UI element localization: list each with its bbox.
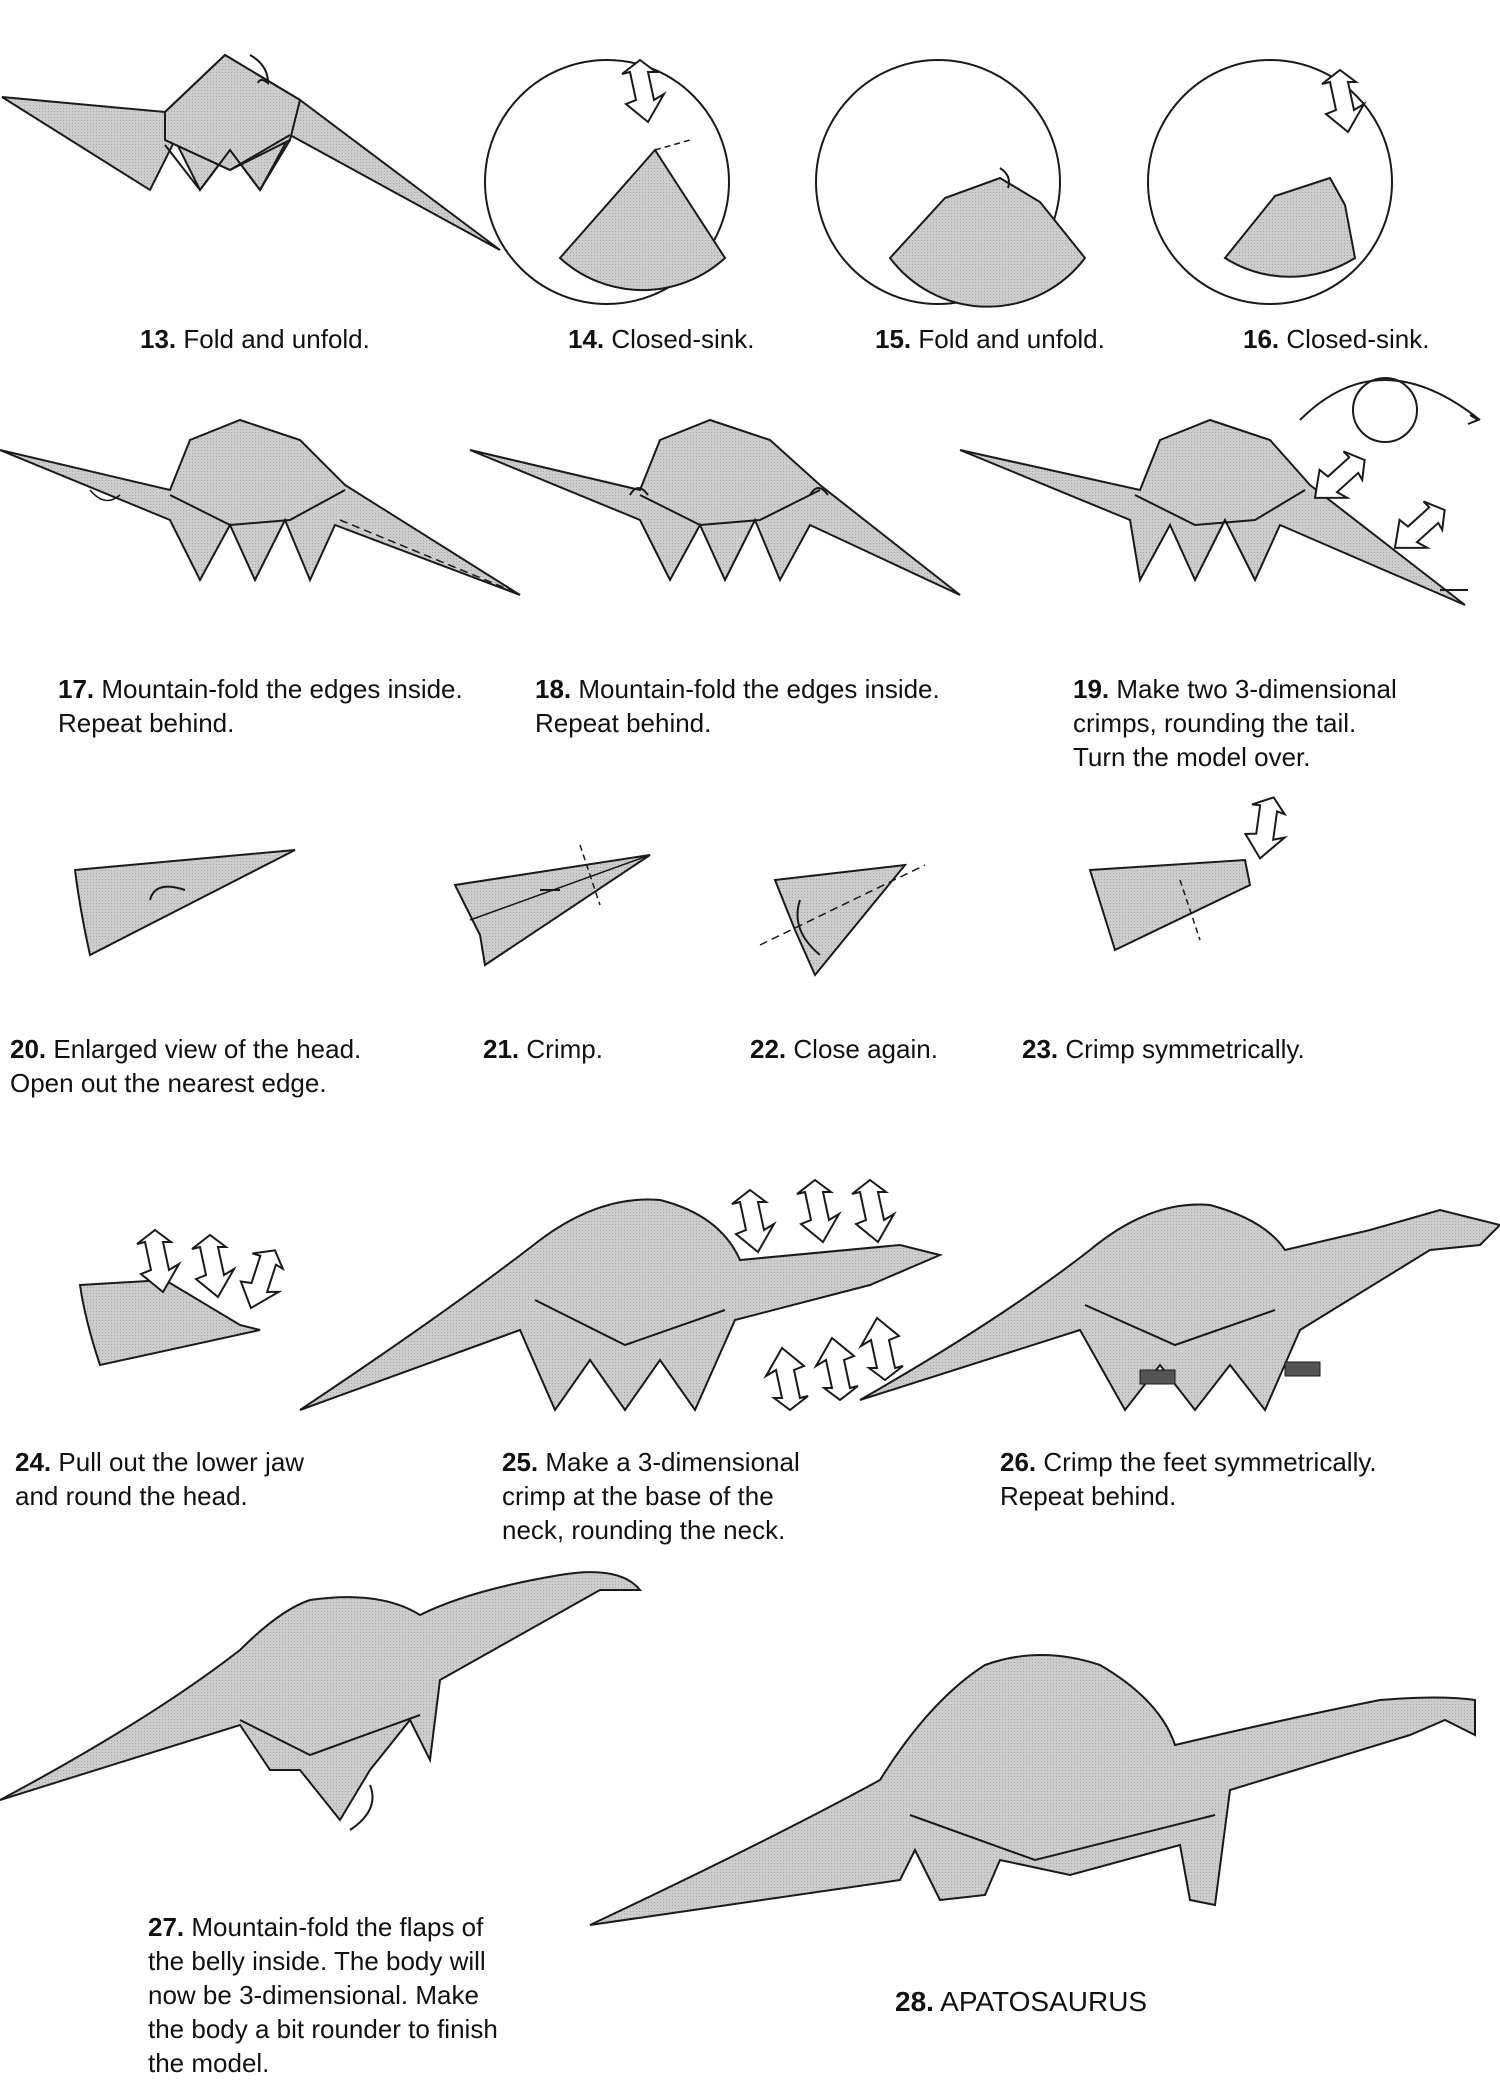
- step-21-illustration: [453, 844, 651, 967]
- step-18-caption: 18. Mountain-fold the edges inside. Repe…: [535, 672, 940, 740]
- step-26-illustration: [859, 1203, 1500, 1412]
- caption-line: neck, rounding the neck.: [502, 1515, 786, 1545]
- step-number: 17.: [58, 674, 95, 704]
- step-27-caption: 27. Mountain-fold the flaps of the belly…: [148, 1910, 498, 2080]
- step-20-caption: 20. Enlarged view of the head. Open out …: [10, 1032, 361, 1100]
- step-text: Mountain-fold the edges inside.: [101, 674, 463, 704]
- step-text: Closed-sink.: [1286, 324, 1430, 354]
- step-number: 28.: [895, 1986, 934, 2017]
- caption-line: the model.: [148, 2048, 270, 2078]
- step-text: Mountain-fold the flaps of: [191, 1912, 484, 1942]
- caption-line: 19. Make two 3-dimensional: [1073, 672, 1397, 706]
- step-19-illustration: [959, 377, 1481, 606]
- caption-line: 25. Make a 3-dimensional: [502, 1445, 800, 1479]
- caption-line: and round the head.: [15, 1481, 248, 1511]
- step-number: 25.: [502, 1447, 539, 1477]
- step-number: 16.: [1243, 324, 1280, 354]
- caption-line: Repeat behind.: [1000, 1481, 1177, 1511]
- step-13-caption: 13. Fold and unfold.: [140, 322, 370, 356]
- step-text: Make a 3-dimensional: [545, 1447, 800, 1477]
- step-text: Make two 3-dimensional: [1116, 674, 1397, 704]
- caption-line: now be 3-dimensional. Make: [148, 1980, 479, 2010]
- step-24-illustration: [78, 1229, 297, 1367]
- step-number: 19.: [1073, 674, 1110, 704]
- caption-line: Repeat behind.: [58, 708, 235, 738]
- step-25-caption: 25. Make a 3-dimensional crimp at the ba…: [502, 1445, 800, 1547]
- step-text: Fold and unfold.: [183, 324, 370, 354]
- step-text: Crimp.: [526, 1034, 603, 1064]
- step-number: 15.: [875, 324, 912, 354]
- step-text: Closed-sink.: [611, 324, 755, 354]
- step-text: Fold and unfold.: [918, 324, 1105, 354]
- step-number: 23.: [1022, 1034, 1059, 1064]
- step-number: 22.: [750, 1034, 787, 1064]
- step-22-caption: 22. Close again.: [750, 1032, 938, 1066]
- caption-line: 24. Pull out the lower jaw: [15, 1445, 304, 1479]
- model-name: APATOSAURUS: [940, 1986, 1148, 2017]
- step-number: 26.: [1000, 1447, 1037, 1477]
- caption-line: 20. Enlarged view of the head.: [10, 1032, 361, 1066]
- caption-line: Turn the model over.: [1073, 742, 1311, 772]
- step-23-caption: 23. Crimp symmetrically.: [1022, 1032, 1305, 1066]
- step-20-illustration: [73, 849, 296, 957]
- step-15-caption: 15. Fold and unfold.: [875, 322, 1105, 356]
- step-number: 27.: [148, 1912, 185, 1942]
- caption-line: crimp at the base of the: [502, 1481, 774, 1511]
- caption-line: 17. Mountain-fold the edges inside.: [58, 672, 463, 706]
- step-22-illustration: [759, 863, 926, 977]
- step-14-caption: 14. Closed-sink.: [568, 322, 754, 356]
- step-18-illustration: [469, 418, 961, 596]
- step-25-illustration: [299, 1179, 944, 1413]
- step-24-caption: 24. Pull out the lower jaw and round the…: [15, 1445, 304, 1513]
- step-number: 13.: [140, 324, 177, 354]
- step-15-illustration: [815, 59, 1087, 308]
- step-21-caption: 21. Crimp.: [483, 1032, 603, 1066]
- step-14-illustration: [484, 59, 730, 305]
- step-26-caption: 26. Crimp the feet symmetrically. Repeat…: [1000, 1445, 1377, 1513]
- step-17-illustration: [0, 418, 521, 596]
- caption-line: the belly inside. The body will: [148, 1946, 486, 1976]
- step-23-illustration: [1088, 790, 1298, 952]
- step-text: Close again.: [793, 1034, 938, 1064]
- caption-line: 26. Crimp the feet symmetrically.: [1000, 1445, 1377, 1479]
- caption-line: 27. Mountain-fold the flaps of: [148, 1910, 498, 1944]
- step-16-caption: 16. Closed-sink.: [1243, 322, 1429, 356]
- step-27-illustration: [0, 1571, 643, 1831]
- step-16-illustration: [1147, 59, 1393, 305]
- step-number: 21.: [483, 1034, 520, 1064]
- step-19-caption: 19. Make two 3-dimensional crimps, round…: [1073, 672, 1397, 774]
- step-number: 20.: [10, 1034, 47, 1064]
- step-17-caption: 17. Mountain-fold the edges inside. Repe…: [58, 672, 463, 740]
- step-28-illustration: [589, 1654, 1476, 1926]
- step-text: Mountain-fold the edges inside.: [578, 674, 940, 704]
- step-text: Crimp symmetrically.: [1065, 1034, 1305, 1064]
- caption-line: the body a bit rounder to finish: [148, 2014, 498, 2044]
- step-number: 18.: [535, 674, 572, 704]
- caption-line: Repeat behind.: [535, 708, 712, 738]
- caption-line: crimps, rounding the tail.: [1073, 708, 1357, 738]
- step-number: 24.: [15, 1447, 52, 1477]
- step-13-illustration: [1, 53, 501, 251]
- step-number: 14.: [568, 324, 605, 354]
- step-28-caption: 28. APATOSAURUS: [895, 1985, 1147, 2019]
- step-text: Pull out the lower jaw: [58, 1447, 305, 1477]
- caption-line: Open out the nearest edge.: [10, 1068, 327, 1098]
- step-text: Enlarged view of the head.: [53, 1034, 362, 1064]
- caption-line: 18. Mountain-fold the edges inside.: [535, 672, 940, 706]
- step-text: Crimp the feet symmetrically.: [1043, 1447, 1377, 1477]
